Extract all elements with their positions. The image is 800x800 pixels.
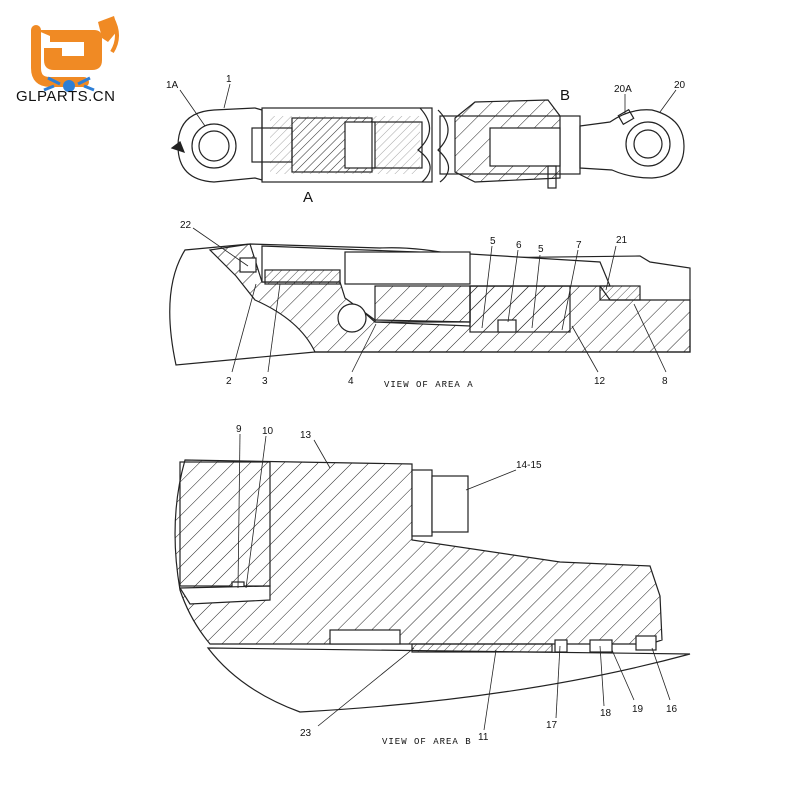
label-14-15: 14-15 <box>516 460 542 471</box>
label-10: 10 <box>262 426 274 437</box>
label-4: 4 <box>348 376 354 387</box>
cylinder-overview <box>170 99 685 189</box>
view-a-leaders <box>192 227 667 373</box>
label-1: 1 <box>226 74 232 85</box>
caption-view-area-a: VIEW OF AREA A <box>384 380 474 390</box>
view-b-leaders <box>237 433 671 731</box>
brand-name: GLPARTS.CN <box>16 88 116 105</box>
logo-mark-icon <box>31 16 119 92</box>
caption-view-area-b: VIEW OF AREA B <box>382 737 472 747</box>
label-22: 22 <box>180 220 192 231</box>
label-23: 23 <box>300 728 312 739</box>
label-17: 17 <box>546 720 558 731</box>
label-11: 11 <box>478 732 489 743</box>
label-21: 21 <box>616 235 628 246</box>
view-area-a <box>169 243 691 366</box>
label-13: 13 <box>300 430 312 441</box>
area-marker-b: B <box>560 87 570 104</box>
label-16: 16 <box>666 704 678 715</box>
glparts-logo <box>31 16 119 92</box>
label-3: 3 <box>262 376 268 387</box>
view-area-b <box>174 459 691 713</box>
label-5-left: 5 <box>490 236 496 247</box>
label-6: 6 <box>516 240 522 251</box>
area-marker-a: A <box>303 189 313 206</box>
label-12: 12 <box>594 376 606 387</box>
label-9: 9 <box>236 424 242 435</box>
label-8: 8 <box>662 376 668 387</box>
label-1a: 1A <box>166 80 179 91</box>
label-2: 2 <box>226 376 232 387</box>
label-19: 19 <box>632 704 644 715</box>
label-20a: 20A <box>614 84 632 95</box>
label-5-right: 5 <box>538 244 544 255</box>
label-18: 18 <box>600 708 612 719</box>
label-7: 7 <box>576 240 582 251</box>
overview-leaders <box>179 83 677 127</box>
label-20: 20 <box>674 80 686 91</box>
